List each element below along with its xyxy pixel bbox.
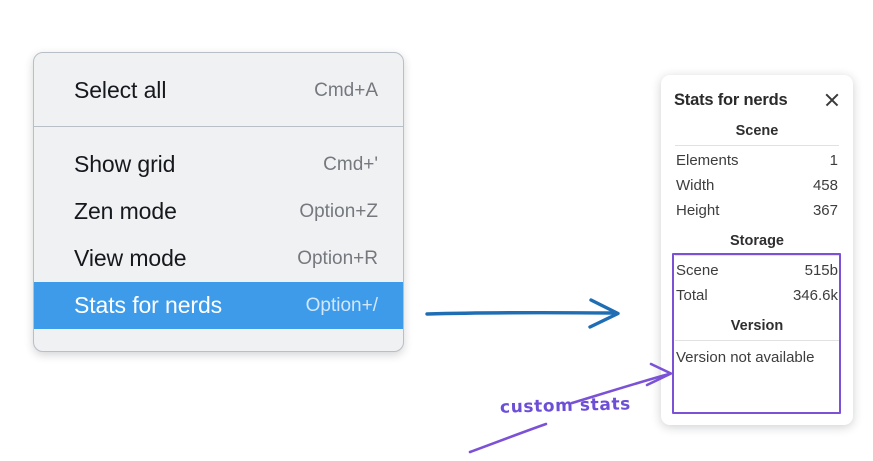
menu-item-stats-for-nerds[interactable]: Stats for nerds Option+/	[34, 282, 403, 329]
stat-value: 346.6k	[792, 287, 838, 304]
stat-row-height: Height 367	[672, 198, 842, 223]
menu-item-select-all[interactable]: Select all Cmd+A	[34, 67, 403, 114]
menu-item-view-mode[interactable]: View mode Option+R	[34, 235, 403, 282]
menu-group-selection: Select all Cmd+A	[34, 53, 403, 126]
menu-group-view: Show grid Cmd+' Zen mode Option+Z View m…	[34, 127, 403, 349]
stat-key: Scene	[676, 262, 719, 279]
menu-item-zen-mode[interactable]: Zen mode Option+Z	[34, 188, 403, 235]
arrow-menu-to-panel	[425, 298, 620, 329]
menu-item-shortcut: Option+/	[305, 294, 378, 316]
menu-bottom-padding	[34, 329, 403, 349]
stat-row-width: Width 458	[672, 173, 842, 198]
menu-item-shortcut: Option+R	[297, 247, 378, 269]
menu-item-label: Select all	[74, 77, 167, 103]
section-rule	[675, 145, 839, 146]
close-icon[interactable]	[823, 91, 841, 109]
menu-item-label: Stats for nerds	[74, 292, 223, 318]
stat-value: 458	[812, 177, 838, 194]
stat-key: Total	[676, 287, 708, 304]
annotation-underline-stroke	[468, 422, 548, 454]
section-rule	[675, 255, 839, 256]
section-heading-scene: Scene	[735, 123, 779, 139]
stats-panel-title: Stats for nerds	[674, 90, 788, 109]
stat-row-storage-scene: Scene 515b	[672, 258, 842, 283]
version-note: Version not available	[676, 349, 815, 366]
stat-value: 1	[829, 152, 838, 169]
stat-value: 515b	[804, 262, 838, 279]
menu-item-shortcut: Cmd+A	[314, 79, 378, 101]
stat-row-elements: Elements 1	[672, 148, 842, 173]
menu-item-label: Show grid	[74, 151, 176, 177]
section-heading-storage: Storage	[730, 233, 784, 249]
menu-item-show-grid[interactable]: Show grid Cmd+'	[34, 141, 403, 188]
section-rule	[675, 340, 839, 341]
stat-key: Width	[676, 177, 715, 194]
stat-row-storage-total: Total 346.6k	[672, 283, 842, 308]
menu-separator	[34, 126, 403, 127]
section-heading-version: Version	[730, 318, 784, 334]
stats-for-nerds-panel[interactable]: Stats for nerds Scene Elements 1 Width 4…	[661, 75, 853, 425]
custom-stats-caption: custom stats	[499, 394, 632, 418]
stat-key: Elements	[676, 152, 739, 169]
menu-item-shortcut: Cmd+'	[323, 153, 378, 175]
stat-value: 367	[812, 202, 838, 219]
stat-key: Height	[676, 202, 720, 219]
menu-item-label: Zen mode	[74, 198, 177, 224]
context-menu[interactable]: Select all Cmd+A Show grid Cmd+' Zen mod…	[33, 52, 404, 352]
stats-panel-header: Stats for nerds	[672, 87, 842, 113]
menu-item-label: View mode	[74, 245, 187, 271]
menu-item-shortcut: Option+Z	[299, 200, 378, 222]
